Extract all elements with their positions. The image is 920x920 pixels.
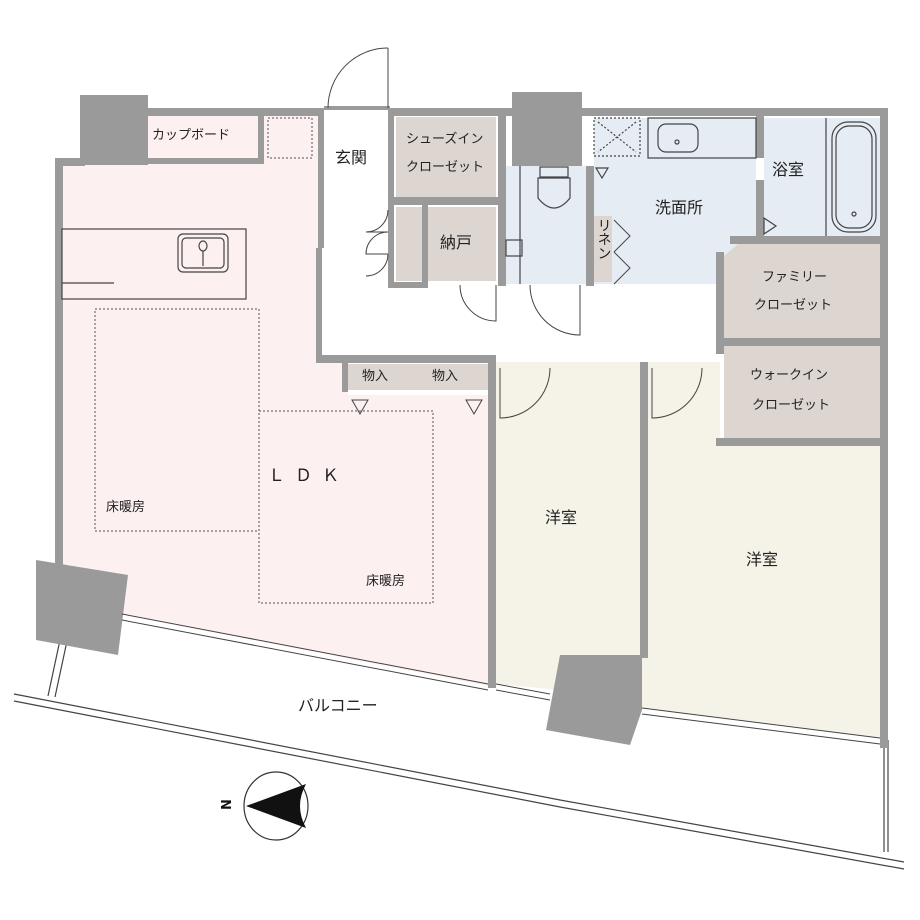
storage-floor — [348, 364, 488, 390]
family-closet-label-2: クローゼット — [754, 298, 833, 313]
doors — [327, 47, 703, 419]
family-closet-floor — [724, 244, 880, 338]
bathroom-floor — [764, 118, 880, 236]
walls — [36, 92, 888, 748]
walk-in-closet-label-1: ウォークイン — [750, 368, 829, 383]
cupboard-label: カップボード — [152, 128, 231, 143]
storage-1-label: 物入 — [362, 369, 389, 384]
storeroom-label: 納戸 — [440, 233, 473, 252]
western-room-1-label: 洋室 — [545, 508, 578, 527]
entrance-label: 玄関 — [335, 148, 368, 167]
shoes-in-closet-floor — [396, 117, 496, 197]
compass — [243, 771, 309, 841]
washroom-sink — [593, 117, 757, 180]
washroom-label: 洗面所 — [655, 198, 704, 217]
toilet-fixture — [505, 166, 571, 284]
bathroom-label: 浴室 — [772, 160, 805, 179]
balcony-rail — [13, 639, 905, 870]
western-room-1-floor — [496, 362, 640, 690]
storeroom-floor — [428, 207, 496, 281]
storeroom-shelf-floor — [396, 207, 422, 281]
floor-heating-1-label: 床暖房 — [106, 500, 146, 515]
western-room-2-floor — [642, 362, 880, 738]
linen-floor — [594, 216, 612, 282]
shoes-in-closet-label-1: シューズイン — [406, 132, 484, 147]
compass-north-label: N — [219, 799, 235, 810]
walk-in-closet-floor — [724, 346, 880, 438]
linen-label: リネン — [595, 218, 612, 260]
kitchen-counter — [61, 228, 247, 300]
balcony-label: バルコニー — [298, 696, 378, 715]
walk-in-closet-label-2: クローゼット — [752, 398, 831, 413]
western-room-2-label: 洋室 — [746, 550, 779, 569]
shoes-in-closet-label-2: クローゼット — [406, 160, 485, 175]
bathtub — [763, 118, 877, 236]
floor-heating-2-label: 床暖房 — [366, 574, 406, 589]
ldk-label: ＬＤＫ — [268, 466, 349, 486]
floor-heating-zones — [94, 117, 434, 604]
storage-2-label: 物入 — [432, 369, 459, 384]
windows — [121, 613, 881, 745]
family-closet-label-1: ファミリー — [762, 270, 828, 285]
